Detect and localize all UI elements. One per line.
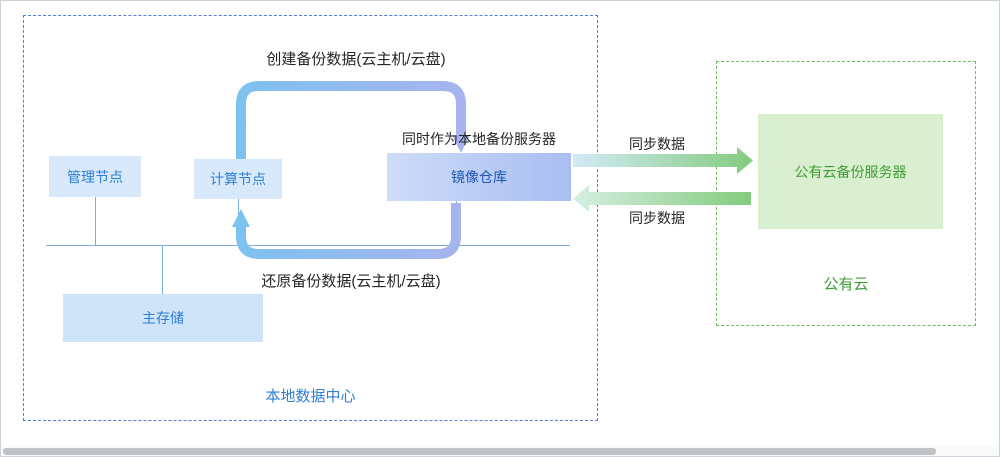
create-backup-label: 创建备份数据(云主机/云盘)	[266, 51, 446, 68]
management-node-label: 管理节点	[67, 168, 123, 185]
primary-storage-label: 主存储	[142, 310, 184, 326]
horizontal-scrollbar-thumb[interactable]	[3, 448, 936, 455]
image-registry-box: 镜像仓库	[387, 153, 571, 201]
image-registry-label: 镜像仓库	[451, 169, 507, 185]
public-cloud-backup-server-label: 公有云备份服务器	[794, 163, 907, 180]
compute-node-box: 计算节点	[194, 159, 282, 199]
restore-backup-label: 还原备份数据(云主机/云盘)	[261, 273, 441, 290]
public-cloud-backup-server-box: 公有云备份服务器	[758, 114, 943, 229]
sync-to-cloud-label: 同步数据	[629, 136, 685, 152]
registry-note: 同时作为本地备份服务器	[402, 131, 556, 147]
management-node-box: 管理节点	[49, 156, 141, 197]
local-datacenter-boundary	[23, 15, 598, 421]
primary-storage-box: 主存储	[63, 294, 263, 342]
horizontal-scrollbar-track[interactable]	[1, 447, 999, 456]
local-datacenter-title: 本地数据中心	[265, 388, 356, 405]
sync-from-cloud-label: 同步数据	[629, 210, 685, 226]
compute-node-label: 计算节点	[210, 171, 266, 187]
public-cloud-title: 公有云	[823, 276, 869, 293]
